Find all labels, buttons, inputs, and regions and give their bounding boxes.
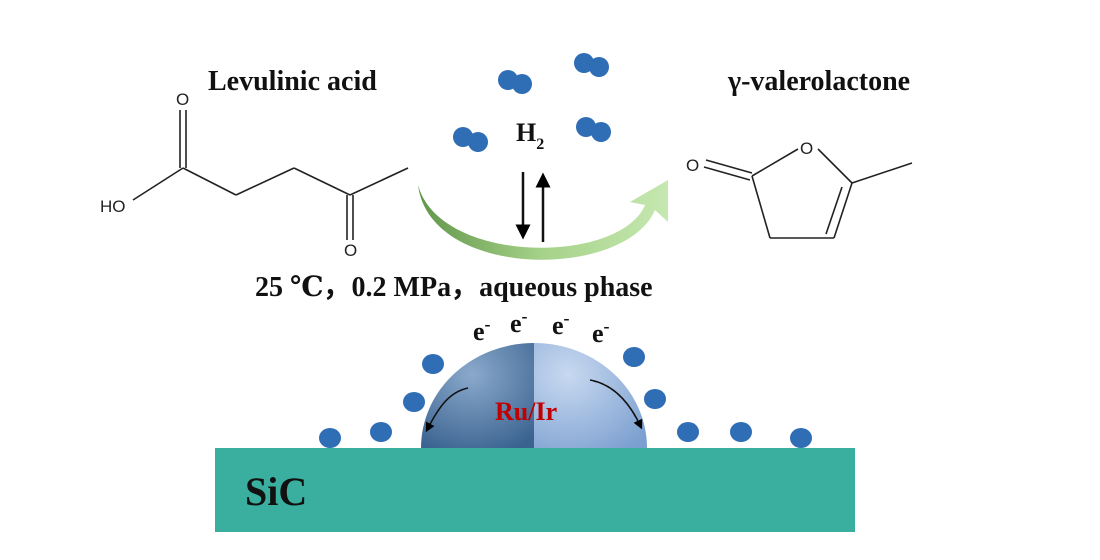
electron-label: e-	[473, 314, 491, 346]
h-atom	[790, 428, 812, 448]
h-atom	[677, 422, 699, 442]
levulinic-acid-structure	[132, 110, 409, 240]
electron-label: e-	[592, 316, 610, 348]
electron-label: e-	[510, 306, 528, 338]
catalyst-particle	[421, 343, 647, 448]
reaction-arrow	[418, 180, 668, 260]
h-atom	[370, 422, 392, 442]
electron-label: e-	[552, 308, 570, 340]
reactant-name: Levulinic acid	[208, 66, 377, 97]
h-atom	[644, 389, 666, 409]
product-name: γ-valerolactone	[727, 66, 910, 97]
h2-molecule	[498, 70, 532, 94]
carbonyl-oxygen-label: O	[176, 90, 189, 109]
ketone-oxygen-label: O	[344, 241, 357, 260]
sic-support	[215, 448, 855, 532]
h2-label: H2	[516, 118, 544, 153]
spillover-arrow-left	[425, 387, 469, 433]
catalyst-label: Ru/Ir	[495, 397, 557, 426]
h-atom	[403, 392, 425, 412]
sic-label: SiC	[245, 469, 307, 514]
lactone-carbonyl-oxygen-label: O	[686, 156, 699, 175]
h2-molecule	[576, 117, 611, 142]
h2-molecule	[574, 53, 609, 77]
h-atom	[319, 428, 341, 448]
h-atom	[422, 354, 444, 374]
h-atom	[730, 422, 752, 442]
valerolactone-structure	[703, 148, 913, 239]
h2-molecule	[453, 127, 488, 152]
h-atom	[623, 347, 645, 367]
ring-oxygen-label: O	[800, 139, 813, 158]
spillover-arrow-right	[589, 379, 643, 430]
ho-label: HO	[100, 197, 126, 216]
reaction-conditions: 25 ℃，0.2 MPa，aqueous phase	[255, 272, 653, 303]
